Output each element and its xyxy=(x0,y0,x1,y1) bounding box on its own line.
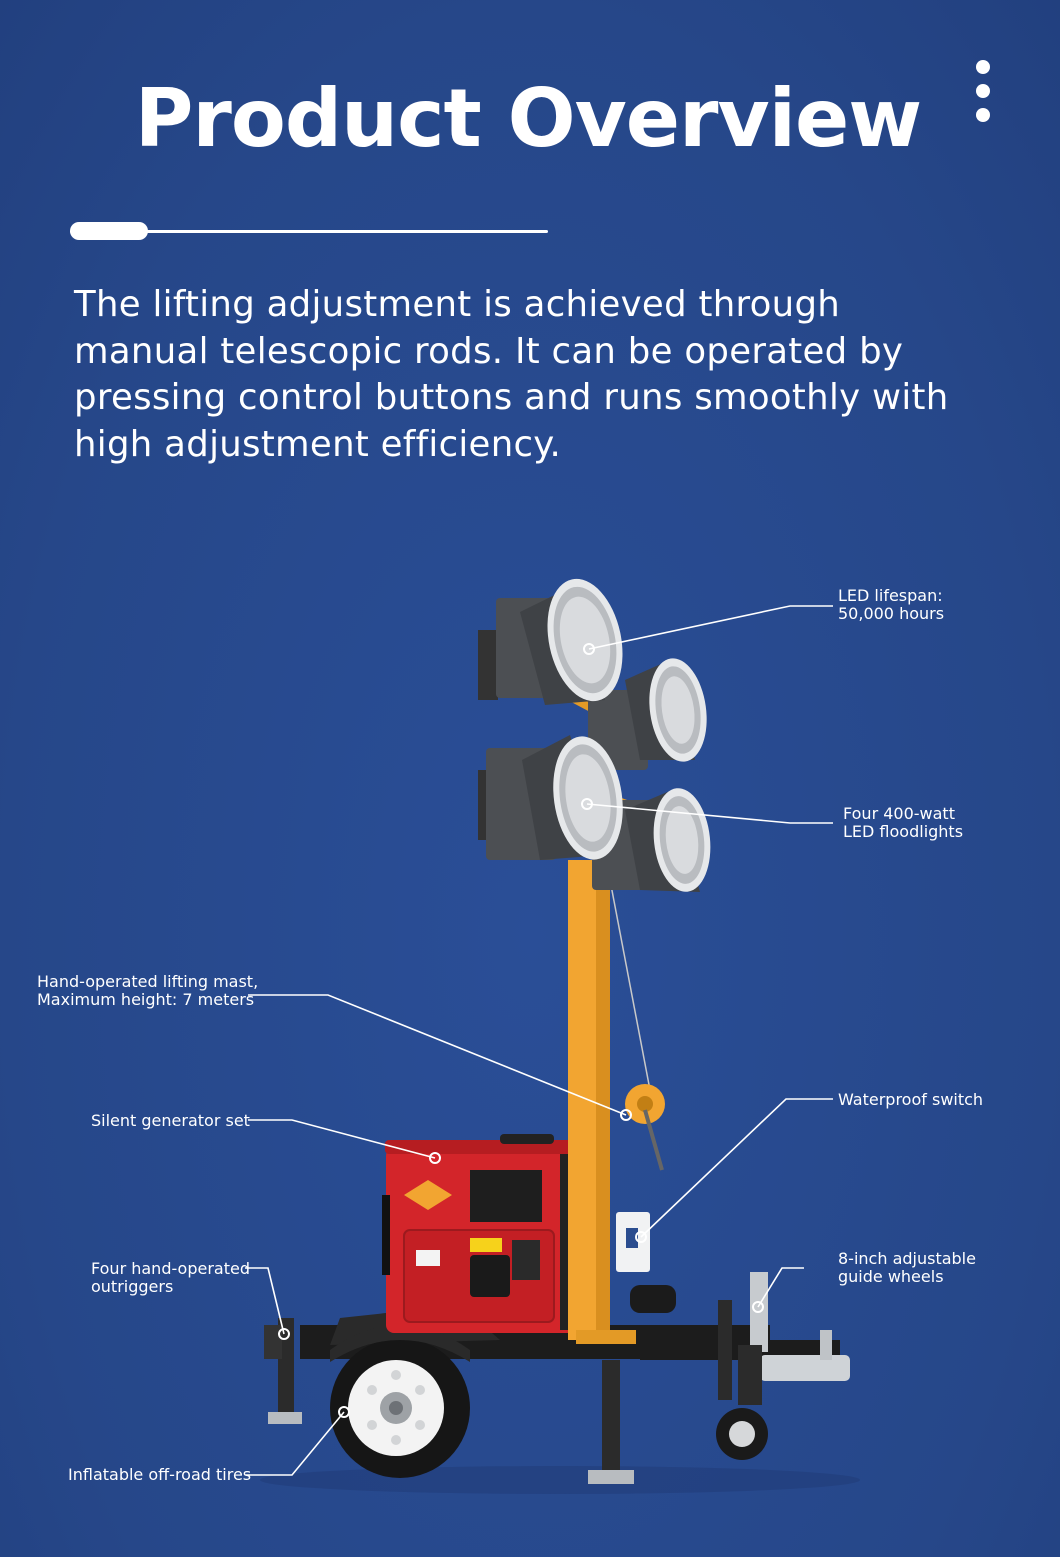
callout-generator: Silent generator set xyxy=(91,1111,250,1130)
floodlight-2 xyxy=(625,658,707,762)
guide-wheel xyxy=(716,1272,768,1460)
floodlight-1 xyxy=(520,578,623,705)
outrigger-right xyxy=(588,1300,732,1484)
callout-floodlights: Four 400-watt LED floodlights xyxy=(843,804,964,841)
generator-set xyxy=(382,1134,596,1333)
callout-dots xyxy=(278,643,764,1418)
vertical-ellipsis-icon[interactable] xyxy=(974,60,992,126)
callout-lifting-mast: Hand-operated lifting mast, Maximum heig… xyxy=(37,972,259,1009)
floodlight-3 xyxy=(522,735,623,860)
callout-led-lifespan: LED lifespan: 50,000 hours xyxy=(838,586,945,623)
lifting-mast xyxy=(568,860,676,1344)
callout-tires: Inflatable off-road tires xyxy=(68,1465,252,1484)
callout-lines xyxy=(245,605,833,1476)
page-title: Product Overview xyxy=(134,72,922,165)
callout-guide-wheels: 8-inch adjustable guide wheels xyxy=(838,1249,976,1286)
callout-outriggers: Four hand-operated outriggers xyxy=(91,1259,250,1296)
outrigger-left xyxy=(264,1318,302,1424)
main-tire xyxy=(330,1325,470,1478)
intro-paragraph: The lifting adjustment is achieved throu… xyxy=(74,284,949,465)
title-divider xyxy=(70,222,548,240)
callout-waterproof-switch: Waterproof switch xyxy=(838,1090,984,1109)
